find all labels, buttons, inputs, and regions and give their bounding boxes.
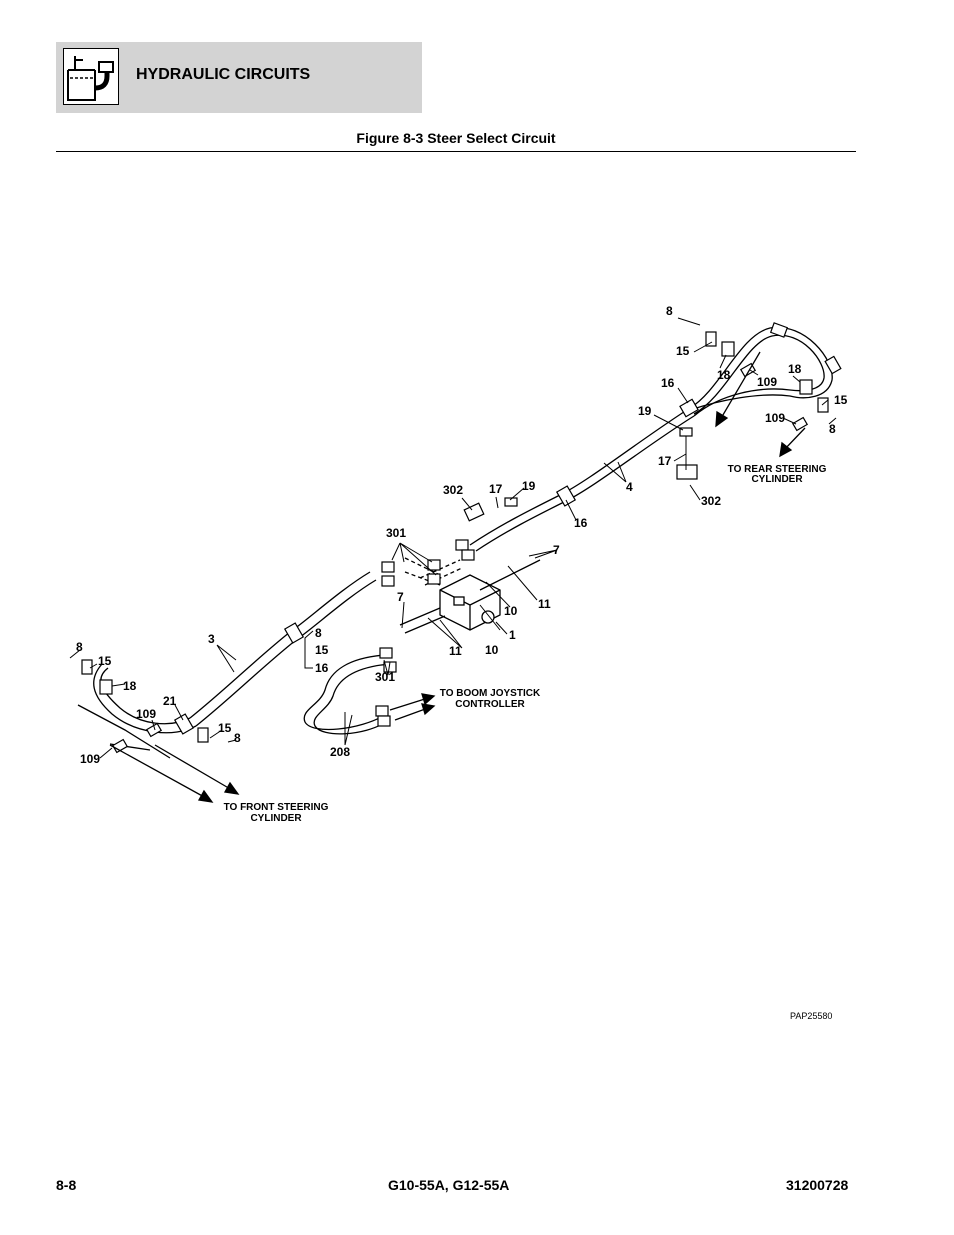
note-boom-line1: TO BOOM JOYSTICK — [440, 688, 541, 699]
callout-109: 109 — [80, 752, 100, 766]
callout-7: 7 — [553, 543, 560, 557]
callout-8: 8 — [76, 640, 83, 654]
callout-301: 301 — [386, 526, 406, 540]
callout-8: 8 — [234, 731, 241, 745]
callout-21: 21 — [163, 694, 177, 708]
note-rear-line1: TO REAR STEERING — [728, 464, 827, 475]
callout-1: 1 — [509, 628, 516, 642]
model-numbers: G10-55A, G12-55A — [388, 1177, 510, 1193]
callout-109: 109 — [136, 707, 156, 721]
document-number: 31200728 — [786, 1177, 849, 1193]
callout-15: 15 — [676, 344, 690, 358]
callout-17: 17 — [658, 454, 672, 468]
callout-15: 15 — [834, 393, 848, 407]
callout-301: 301 — [375, 670, 395, 684]
callout-8: 8 — [666, 304, 673, 318]
callout-302: 302 — [701, 494, 721, 508]
note-rear-line2: CYLINDER — [751, 474, 803, 485]
callout-15: 15 — [218, 721, 232, 735]
callout-8: 8 — [315, 626, 322, 640]
callout-18: 18 — [788, 362, 802, 376]
callout-109: 109 — [757, 375, 777, 389]
callout-16: 16 — [315, 661, 329, 675]
section-title: HYDRAULIC CIRCUITS — [136, 66, 311, 83]
callout-15: 15 — [315, 643, 329, 657]
callout-19: 19 — [638, 404, 652, 418]
callout-8: 8 — [829, 422, 836, 436]
callout-labels: 8 15 18 16 109 18 15 8 109 19 17 302 4 1… — [76, 304, 848, 766]
figure-title: Figure 8-3 Steer Select Circuit — [356, 130, 556, 146]
callout-18: 18 — [717, 368, 731, 382]
callout-3: 3 — [208, 632, 215, 646]
callout-4: 4 — [626, 480, 633, 494]
note-boom-line2: CONTROLLER — [455, 699, 525, 710]
callout-10: 10 — [504, 604, 518, 618]
destination-notes: TO REAR STEERING CYLINDER TO BOOM JOYSTI… — [224, 464, 827, 824]
callout-16: 16 — [661, 376, 675, 390]
hydraulic-reservoir-icon — [63, 48, 119, 105]
callout-7: 7 — [397, 590, 404, 604]
callout-16: 16 — [574, 516, 588, 530]
callout-18: 18 — [123, 679, 137, 693]
page-number: 8-8 — [56, 1177, 77, 1193]
fittings-and-clamps — [81, 322, 842, 754]
callout-10: 10 — [485, 643, 499, 657]
callout-109: 109 — [765, 411, 785, 425]
figure-code: PAP25580 — [790, 1011, 833, 1021]
note-front-line2: CYLINDER — [250, 813, 302, 824]
header-rule — [56, 151, 856, 152]
callout-19: 19 — [522, 479, 536, 493]
callout-208: 208 — [330, 745, 350, 759]
direction-arrows — [109, 351, 806, 803]
callout-11: 11 — [538, 597, 551, 611]
note-front-line1: TO FRONT STEERING — [224, 802, 329, 813]
leader-lines — [69, 317, 837, 759]
callout-15: 15 — [98, 654, 112, 668]
callout-302: 302 — [443, 483, 463, 497]
valve-assembly — [399, 557, 541, 634]
callout-11: 11 — [449, 644, 462, 658]
callout-17: 17 — [489, 482, 503, 496]
